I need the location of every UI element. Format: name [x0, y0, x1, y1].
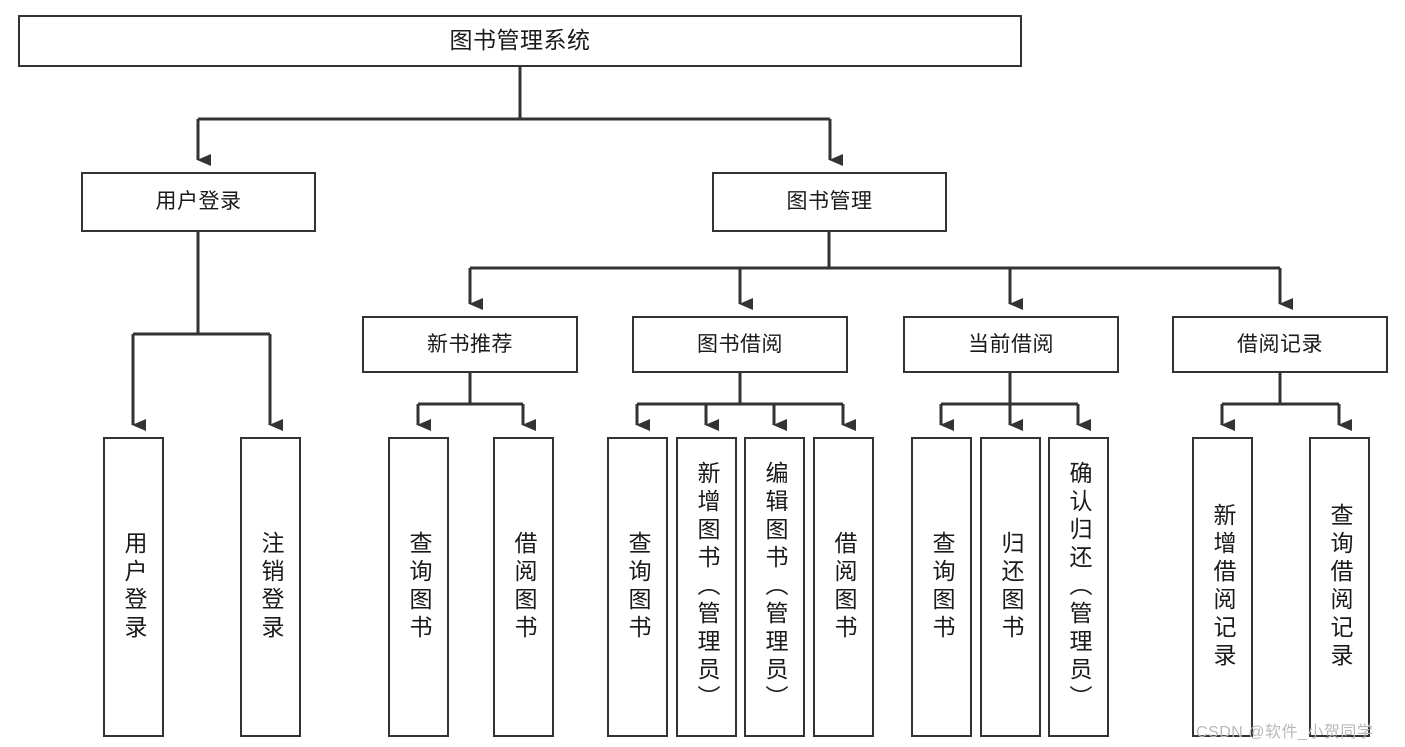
node-label: 新增借阅记录 — [1210, 503, 1236, 671]
leaf-logout[interactable]: 注销登录 — [240, 437, 301, 737]
node-label: 当前借阅 — [968, 332, 1054, 356]
leaf-borrow-books-new[interactable]: 借阅图书 — [493, 437, 554, 737]
leaf-add-book-admin[interactable]: 新增图书（管理员） — [676, 437, 737, 737]
node-current-borrowing[interactable]: 当前借阅 — [903, 316, 1119, 373]
leaf-query-borrow-record[interactable]: 查询借阅记录 — [1309, 437, 1370, 737]
node-label: 用户登录 — [155, 190, 242, 214]
node-label: 确认归还（管理员） — [1066, 461, 1092, 713]
node-label: 借阅图书 — [831, 531, 857, 643]
node-label: 查询图书 — [406, 531, 432, 643]
node-label: 用户登录 — [121, 531, 147, 643]
node-label: 借阅记录 — [1237, 332, 1323, 356]
node-label: 查询借阅记录 — [1327, 503, 1353, 671]
node-new-book-recommendation[interactable]: 新书推荐 — [362, 316, 578, 373]
leaf-user-login[interactable]: 用户登录 — [103, 437, 164, 737]
leaf-borrow-books[interactable]: 借阅图书 — [813, 437, 874, 737]
leaf-query-books-borrow[interactable]: 查询图书 — [607, 437, 668, 737]
node-book-borrowing[interactable]: 图书借阅 — [632, 316, 848, 373]
node-label: 图书管理系统 — [449, 27, 591, 54]
node-label: 查询图书 — [625, 531, 651, 643]
node-label: 图书借阅 — [697, 332, 783, 356]
leaf-query-books-new[interactable]: 查询图书 — [388, 437, 449, 737]
node-label: 归还图书 — [998, 531, 1024, 643]
node-label: 借阅图书 — [511, 531, 537, 643]
node-root-book-management-system[interactable]: 图书管理系统 — [18, 15, 1022, 67]
leaf-edit-book-admin[interactable]: 编辑图书（管理员） — [744, 437, 805, 737]
node-label: 图书管理 — [786, 190, 873, 214]
csdn-watermark: CSDN @软件_小贺同学 — [1196, 724, 1374, 741]
node-label: 查询图书 — [929, 531, 955, 643]
node-label: 新增图书（管理员） — [694, 461, 720, 713]
leaf-return-books[interactable]: 归还图书 — [980, 437, 1041, 737]
node-user-login[interactable]: 用户登录 — [81, 172, 316, 232]
leaf-query-books-current[interactable]: 查询图书 — [911, 437, 972, 737]
leaf-add-borrow-record[interactable]: 新增借阅记录 — [1192, 437, 1253, 737]
node-borrowing-record[interactable]: 借阅记录 — [1172, 316, 1388, 373]
node-label: 新书推荐 — [427, 332, 513, 356]
leaf-confirm-return-admin[interactable]: 确认归还（管理员） — [1048, 437, 1109, 737]
node-label: 编辑图书（管理员） — [762, 461, 788, 713]
node-label: 注销登录 — [258, 531, 284, 643]
node-book-management[interactable]: 图书管理 — [712, 172, 947, 232]
